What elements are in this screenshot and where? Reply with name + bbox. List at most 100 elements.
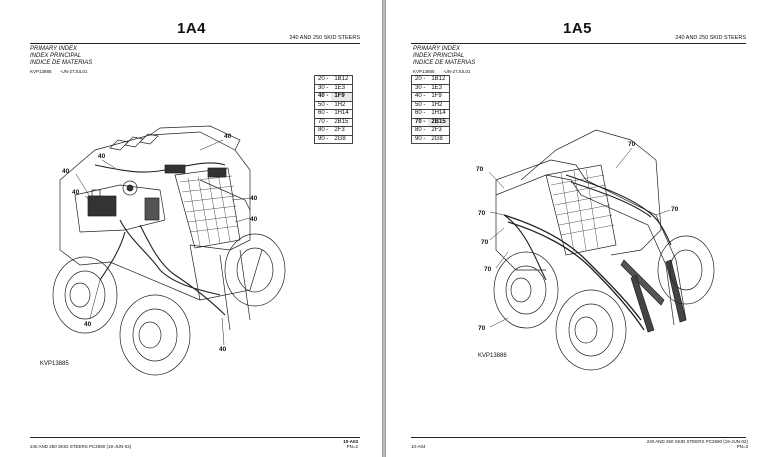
index-table-row[interactable]: 30 -1E3: [411, 84, 450, 93]
index-page-reference[interactable]: 1F9: [428, 92, 450, 102]
doc-date: -UN-27JUL01: [443, 69, 471, 74]
page-footer-sub: PN=2: [346, 444, 358, 449]
index-table-row[interactable]: 70 -2B15: [411, 118, 450, 127]
callout-label: 70: [671, 206, 679, 213]
header-rule: [411, 43, 746, 44]
callout-label: 40: [219, 346, 227, 353]
footer-right: 240 AND 250 SKID STEERS PC2690 (19-JUN-0…: [647, 439, 748, 449]
callout-label: 70: [478, 210, 486, 217]
footer-rule: [30, 437, 360, 438]
index-page-reference[interactable]: 1H2: [331, 101, 353, 110]
footer-right: 10-A03 PN=2: [343, 439, 358, 449]
index-section-number: 70 -: [314, 118, 332, 127]
index-page-reference[interactable]: 1H2: [428, 101, 450, 110]
index-table-row[interactable]: 70 -2B15: [314, 118, 353, 127]
index-page-reference[interactable]: 1E3: [331, 84, 353, 93]
figure-code: KVP13886: [478, 353, 507, 359]
index-table-row[interactable]: 50 -1H2: [314, 101, 353, 110]
page-number: 1A5: [562, 20, 593, 37]
index-table-row[interactable]: 80 -2F3: [314, 126, 353, 136]
index-section-number: 70 -: [411, 118, 429, 127]
index-section-number: 90 -: [314, 135, 332, 144]
callout-label: 70: [478, 325, 486, 332]
page-footer-sub: PN=3: [736, 444, 748, 449]
skid-steer-hydraulic-illustration: 70 70 70 70 70 70 70: [476, 129, 715, 371]
doc-code: KVP13885: [30, 69, 52, 74]
doc-code: KVP13885: [413, 69, 435, 74]
callout-label: 70: [484, 266, 492, 273]
index-table-row[interactable]: 40 -1F9: [411, 92, 450, 102]
index-page-reference[interactable]: 1H14: [331, 109, 353, 119]
index-line-en: PRIMARY INDEX: [30, 46, 78, 52]
index-section-number: 60 -: [314, 109, 332, 119]
index-page-reference[interactable]: 2B15: [428, 118, 450, 127]
page-footer-number: 10-A03: [343, 439, 358, 444]
index-page-reference[interactable]: 1F9: [331, 92, 353, 102]
callout-label: 40: [98, 153, 106, 160]
index-page-reference[interactable]: 1E3: [428, 84, 450, 93]
footer-left: 10-A04: [411, 444, 426, 449]
callout-label: 40: [84, 321, 92, 328]
callout-label: 40: [72, 189, 80, 196]
index-section-number: 40 -: [411, 92, 429, 102]
index-section-number: 30 -: [411, 84, 429, 93]
index-table-row[interactable]: 50 -1H2: [411, 101, 450, 110]
index-section-number: 50 -: [314, 101, 332, 110]
footer-rule: [411, 437, 746, 438]
index-page-reference[interactable]: 2F3: [428, 126, 450, 136]
callout-label: 40: [250, 216, 258, 223]
index-table-row[interactable]: 60 -1H14: [314, 109, 353, 119]
right-page: 1A5 240 AND 250 SKID STEERS PRIMARY INDE…: [385, 0, 768, 457]
header-rule: [30, 43, 360, 44]
index-line-es: INDICE DE MATERIAS: [413, 60, 476, 66]
index-section-number: 90 -: [411, 135, 429, 144]
index-title: PRIMARY INDEX INDEX PRINCIPAL INDICE DE …: [413, 46, 475, 67]
index-table-row[interactable]: 90 -2G8: [411, 135, 450, 144]
index-section-number: 20 -: [314, 75, 332, 85]
page-number: 1A4: [176, 20, 207, 37]
index-table-row[interactable]: 20 -1B12: [411, 75, 450, 85]
index-page-reference[interactable]: 1B12: [428, 75, 450, 85]
index-line-es: INDICE DE MATERIAS: [30, 60, 93, 66]
callout-label: 40: [250, 195, 258, 202]
callout-label: 70: [481, 239, 489, 246]
doc-date: -UN-27JUL01: [60, 69, 88, 74]
index-section-number: 60 -: [411, 109, 429, 119]
header-title: 240 AND 250 SKID STEERS: [289, 35, 360, 41]
index-section-number: 30 -: [314, 84, 332, 93]
index-table-row[interactable]: 20 -1B12: [314, 75, 353, 85]
index-page-reference[interactable]: 1H14: [428, 109, 450, 119]
header-title: 240 AND 250 SKID STEERS: [675, 35, 746, 41]
index-section-number: 80 -: [411, 126, 429, 136]
index-page-reference[interactable]: 2B15: [331, 118, 353, 127]
footer-left: 240 AND 250 SKID STEERS PC2690 (19-JUN-0…: [30, 444, 132, 449]
index-page-reference[interactable]: 2F3: [331, 126, 353, 136]
skid-steer-electrical-illustration: 40 40 40 40 40 40 40 40: [52, 125, 286, 376]
index-section-number: 80 -: [314, 126, 332, 136]
page-gutter: [382, 0, 386, 457]
left-page: 1A4 240 AND 250 SKID STEERS PRIMARY INDE…: [0, 0, 383, 457]
callout-label: 40: [224, 133, 232, 140]
index-title: PRIMARY INDEX INDEX PRINCIPAL INDICE DE …: [30, 46, 92, 67]
callout-label: 70: [476, 166, 484, 173]
index-section-number: 40 -: [314, 92, 332, 102]
page-footer-text: 240 AND 250 SKID STEERS PC2690 (19-JUN-0…: [646, 439, 748, 444]
index-section-number: 50 -: [411, 101, 429, 110]
index-line-en: PRIMARY INDEX: [413, 46, 461, 52]
figure-code: KVP13885: [40, 361, 69, 367]
index-page-reference[interactable]: 2G8: [331, 135, 353, 144]
index-page-reference[interactable]: 1B12: [331, 75, 353, 85]
index-table-row[interactable]: 30 -1E3: [314, 84, 353, 93]
index-table-row[interactable]: 80 -2F3: [411, 126, 450, 136]
index-table-row[interactable]: 90 -2G8: [314, 135, 353, 144]
callout-label: 70: [628, 141, 636, 148]
index-line-fr: INDEX PRINCIPAL: [30, 53, 82, 59]
index-table-row[interactable]: 40 -1F9: [314, 92, 353, 102]
index-section-number: 20 -: [411, 75, 429, 85]
index-page-reference[interactable]: 2G8: [428, 135, 450, 144]
index-table-row[interactable]: 60 -1H14: [411, 109, 450, 119]
index-line-fr: INDEX PRINCIPAL: [413, 53, 465, 59]
callout-label: 40: [62, 168, 70, 175]
